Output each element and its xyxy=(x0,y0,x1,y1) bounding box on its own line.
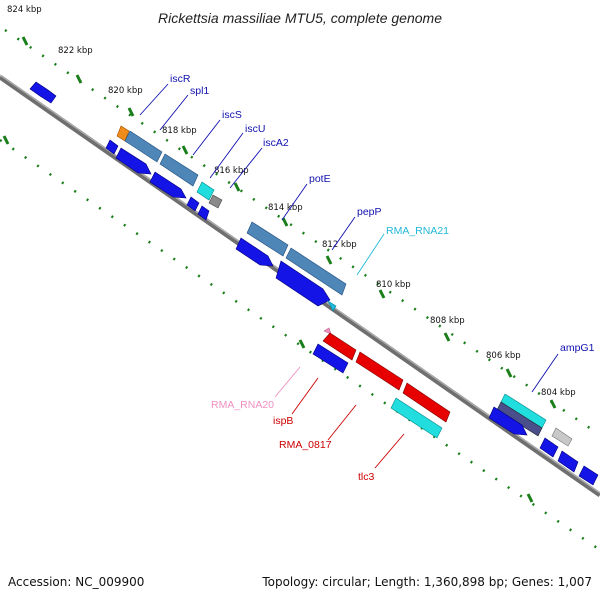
leader-line xyxy=(274,366,301,398)
gene-label-ispB[interactable]: ispB xyxy=(273,415,293,427)
kbp-label: 810 kbp xyxy=(376,280,411,290)
gene-arrow[interactable] xyxy=(115,147,152,175)
kbp-label: 820 kbp xyxy=(108,86,143,96)
kbp-label: 806 kbp xyxy=(486,351,521,361)
gene-label-pepP[interactable]: pepP xyxy=(357,206,382,218)
gene-arrow-iscU[interactable] xyxy=(196,181,215,201)
gene-arrow[interactable] xyxy=(551,427,573,447)
leader-line xyxy=(281,183,308,221)
leader-line xyxy=(331,216,356,251)
leader-line xyxy=(531,353,559,393)
major-ticks xyxy=(2,36,557,503)
gene-arrow[interactable] xyxy=(539,437,559,458)
leader-line xyxy=(139,83,169,116)
tick-mark xyxy=(443,332,451,342)
gene-label-RMA_RNA21[interactable]: RMA_RNA21 xyxy=(386,225,449,237)
kbp-label: 822 kbp xyxy=(58,46,93,56)
tick-mark xyxy=(298,339,306,349)
tick-mark xyxy=(233,182,241,192)
gene-features xyxy=(29,81,599,486)
tick-mark xyxy=(526,493,534,503)
gene-arrow[interactable] xyxy=(105,139,119,155)
gene-arrow-iscA2[interactable] xyxy=(208,194,223,209)
tick-mark xyxy=(127,107,135,117)
length-label: Length: xyxy=(374,575,421,589)
gene-arrow-tlc3[interactable] xyxy=(390,397,443,439)
topology-label: Topology: xyxy=(262,575,319,589)
gene-arrow[interactable] xyxy=(402,382,451,423)
gene-arrow[interactable] xyxy=(557,450,579,473)
kbp-label: 812 kbp xyxy=(322,240,357,250)
leader-line xyxy=(159,94,189,131)
gene-label-potE[interactable]: potE xyxy=(309,173,331,185)
gene-label-RMA_RNA20[interactable]: RMA_RNA20 xyxy=(211,399,274,411)
leader-line xyxy=(192,119,221,156)
gene-label-ampG1[interactable]: ampG1 xyxy=(560,342,595,354)
tick-mark xyxy=(325,255,333,265)
accession-footer: Accession: NC_009900 xyxy=(8,575,144,589)
tick-mark xyxy=(75,74,83,84)
kbp-label: 818 kbp xyxy=(162,126,197,136)
tick-mark xyxy=(505,368,513,378)
gene-arrow-spl1[interactable] xyxy=(124,130,163,163)
gene-arrow[interactable] xyxy=(29,81,57,104)
tick-mark xyxy=(549,399,557,409)
gene-arrow-RMA_RNA21[interactable] xyxy=(327,300,337,312)
genes-value: 1,007 xyxy=(557,575,592,589)
tick-mark xyxy=(181,145,189,155)
lower-tick-track xyxy=(0,138,600,552)
leader-line xyxy=(291,377,319,415)
gene-arrow-iscS[interactable] xyxy=(159,153,199,187)
gene-arrow[interactable] xyxy=(275,260,331,307)
tick-mark xyxy=(21,36,29,46)
kbp-label: 814 kbp xyxy=(268,203,303,213)
genome-stats-footer: Topology: circular; Length: 1,360,898 bp… xyxy=(262,575,592,589)
gene-arrow[interactable] xyxy=(197,205,210,221)
gene-label-iscA2[interactable]: iscA2 xyxy=(263,137,289,149)
gene-arrow-pepP[interactable] xyxy=(285,247,347,296)
gene-label-iscR[interactable]: iscR xyxy=(170,73,191,85)
gene-arrow[interactable] xyxy=(488,406,528,436)
length-value: 1,360,898 bp xyxy=(423,575,504,589)
gene-label-RMA_0817[interactable]: RMA_0817 xyxy=(279,439,332,451)
kbp-label: 808 kbp xyxy=(430,316,465,326)
leader-line xyxy=(229,147,263,189)
gene-arrow[interactable] xyxy=(235,237,274,267)
gene-arrow[interactable] xyxy=(496,401,543,437)
gene-arrow[interactable] xyxy=(322,332,357,361)
tick-mark xyxy=(281,217,289,227)
gene-label-iscU[interactable]: iscU xyxy=(245,123,265,135)
topology-value: circular xyxy=(322,575,367,589)
leader-line xyxy=(356,233,385,276)
leader-line xyxy=(374,433,405,469)
gene-arrow-ispB[interactable] xyxy=(312,343,349,374)
tick-mark xyxy=(378,289,386,299)
label-leaders xyxy=(139,83,559,469)
map-title: Rickettsia massiliae MTU5, complete geno… xyxy=(158,10,442,26)
gene-label-iscS[interactable]: iscS xyxy=(222,109,242,121)
gene-arrow-RMA_RNA20[interactable] xyxy=(323,327,332,335)
kbp-label: 804 kbp xyxy=(541,388,576,398)
accession-value: NC_009900 xyxy=(75,575,145,589)
gene-label-tlc3[interactable]: tlc3 xyxy=(358,471,375,483)
kbp-label: 824 kbp xyxy=(7,5,42,15)
leader-line xyxy=(209,132,244,179)
gene-arrow[interactable] xyxy=(186,196,200,212)
gene-label-spl1[interactable]: spl1 xyxy=(190,85,209,97)
kbp-label: 816 kbp xyxy=(214,166,249,176)
tick-mark xyxy=(2,135,10,145)
gene-arrow-RMA_0817[interactable] xyxy=(355,351,404,391)
gene-arrow[interactable] xyxy=(578,465,599,486)
gene-arrow[interactable] xyxy=(149,171,187,199)
genes-label: Genes: xyxy=(511,575,554,589)
accession-label: Accession: xyxy=(8,575,72,589)
leader-line xyxy=(327,404,357,441)
gene-arrow-potE[interactable] xyxy=(246,221,289,257)
